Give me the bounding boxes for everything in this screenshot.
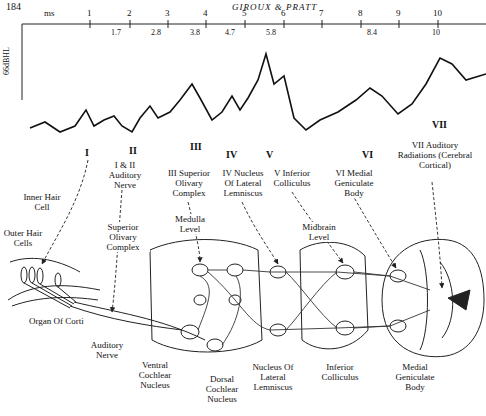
part-label: III Superior Olivary Complex [162,168,216,198]
part-label: Medial Geniculate Body [384,362,446,392]
time-value: 8.4 [367,28,377,38]
time-value: 2.8 [151,28,161,38]
part-label: Dorsal Cochlear Nucleus [196,374,248,404]
time-value: 5 [242,8,247,18]
time-value: 1 [87,8,92,18]
organ-of-corti [8,258,100,308]
time-value: 3.8 [190,28,200,38]
auditory-pathway [198,270,430,345]
page-header: ms [44,8,55,18]
part-label: IV Nucleus Of Lateral Lemniscus [216,168,270,198]
wave-number: IV [226,150,237,160]
auditory-nerve [70,302,205,340]
part-label: Midbrain Level [296,222,342,242]
part-label: Superior Olivary Complex [96,222,150,252]
wave-number: I [85,148,89,158]
part-label: Outer Hair Cells [2,228,44,248]
wave-number: V [266,150,273,160]
time-value: 8 [358,8,363,18]
part-label: Inner Hair Cell [20,192,64,212]
time-value: 4 [203,8,208,18]
time-value: 10 [432,28,440,38]
axis-label: 66dBHL [2,47,12,75]
part-label: VI Medial Geniculate Body [326,168,382,198]
lateral-lemniscus [270,266,286,336]
wave-number: III [190,142,202,152]
abr-waveform [30,54,486,132]
part-label: Inferior Colliculus [312,362,368,382]
wave-number: VI [362,150,373,160]
time-value: 3 [165,8,170,18]
wave-number: VII [432,120,447,130]
medulla-section [150,240,262,353]
time-value: 10 [433,8,442,18]
part-label: VII Auditory Radiations (Cerebral Cortic… [396,140,474,170]
time-value: 5.8 [266,28,276,38]
midbrain-section [300,242,368,349]
part-label: Auditory Nerve [86,340,128,360]
part-label: Medulla Level [168,214,212,234]
wave-number: II [129,146,137,156]
part-label: Nucleus Of Lateral Lemniscus [244,362,302,392]
time-value: 9 [396,8,401,18]
part-label: Organ Of Corti [28,316,85,326]
time-value: 1.7 [111,28,121,38]
cerebral-section [382,239,484,356]
time-value: 7 [319,8,324,18]
time-value: 4.7 [225,28,235,38]
part-label: V Inferior Colliculus [268,168,316,188]
time-value: 6 [281,8,286,18]
part-label: I & II Auditory Nerve [102,160,148,190]
page-header: 184 [6,2,21,12]
leader-arrow [42,160,442,312]
time-value: 2 [127,8,132,18]
part-label: Ventral Cochlear Nucleus [128,360,182,390]
